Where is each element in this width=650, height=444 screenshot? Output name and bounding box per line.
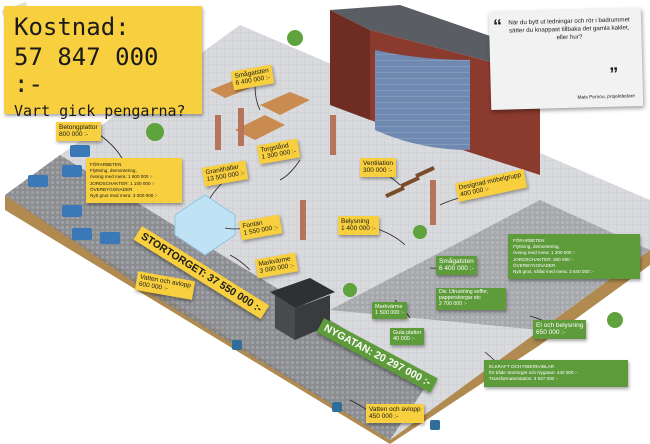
kiosk-wall [275,295,295,340]
label-amount: 650 000 :- [536,329,566,337]
fountain [174,194,236,256]
info-heading: FÖRARBETEN [513,238,545,243]
trucks [28,145,120,244]
label-ventilation: Ventilation 300 000 :- [360,158,396,177]
info-heading: ELKRAFT OCH FIBERKABLAR [489,364,555,369]
label-amount: 2 700 000 :- [439,300,467,307]
info-line: rivning med mera: 1 200 000 :- [513,250,576,256]
info-line: Flyttning, demontering, [513,244,560,250]
label-amount: 800 000 :- [59,131,89,139]
label-vatten-avlopp-2: Vatten och avlopp 450 000 :- [366,404,424,423]
label-amount: 1 400 000 :- [341,225,376,233]
quote-open-mark: “ [492,15,503,36]
label-amount: 300 000 :- [363,167,393,175]
label-amount: 6 400 000 :- [439,265,474,273]
label-amount: 450 000 :- [369,413,399,421]
info-line: Nytt grus, sållat med mera: 3 540 000 :- [513,268,594,274]
label-name: Div. Utrustning soffor, papperskorgar et… [439,289,489,301]
building-side [330,10,370,120]
kiosk-roof [270,278,335,308]
header-title: Kostnad: [14,13,130,41]
cobble-strip-right [330,200,650,330]
cobble-strip-street [160,260,430,440]
label-div-utrustning: Div. Utrustning soffor, papperskorgar et… [436,288,506,310]
label-name: Ventilation [363,160,393,167]
label-name: Gula plattor [393,330,422,336]
building-glass-facade [375,50,470,150]
label-name: Smågatsten [439,258,474,265]
label-name: Belysning [341,218,370,225]
label-amount: 1 500 000 :- [375,310,405,317]
quote-author: Mats Pernou, projektledare [577,94,636,102]
info-heading: FÖRARBETEN [90,162,122,167]
benches [385,165,435,199]
info-heading: ÖVERBYGGNADER [513,262,556,268]
label-betongplattor: Betongplattor 800 000 :- [56,122,101,141]
info-line: Flyttning, demontering, [90,168,137,174]
label-smagatsten-2: Smågatsten 6 400 000 :- [436,256,477,275]
info-line: JORDSCHAKTER: 1 100 000 :- [90,180,155,186]
paving-area [5,25,650,440]
header-total: 57 847 000 :- [14,42,159,99]
quote-text: När du bytt ut ledningar och rör i badru… [508,16,630,42]
info-line: JORDSCHAKTER: 500 000 :- [513,256,574,262]
header-question: Vart gick pengarna? [14,101,186,120]
label-name: Vatten och avlopp [369,406,421,413]
cable-info-box: ELKRAFT OCH FIBERKABLAR för både Stortor… [484,360,628,387]
label-name: Betongplattor [59,124,98,131]
left-info-box: FÖRARBETEN Flyttning, demontering, rivni… [86,158,182,204]
label-amount: 40 000 :- [393,336,415,343]
label-name: El och belysning [536,322,584,329]
label-markvarme-2: Markvärme 1 500 000 :- [372,302,408,319]
header-note: Kostnad: 57 847 000 :- Vart gick pengarn… [4,6,202,120]
pipes [232,340,440,430]
label-gula-plattor: Gula plattor 40 000 :- [390,328,425,345]
label-name: Markvärme [375,304,403,310]
info-heading: ÖVERBYGGNADER [90,186,133,192]
info-line: för både Stortorget och Nygatan: 440 000… [489,370,578,376]
columns [215,108,436,240]
info-line: Nytt grus med mera: 3 000 000 :- [90,192,158,198]
quote-note: “ När du bytt ut ledningar och rör i bad… [488,8,644,110]
info-line: Transformatorstation: 3 937 000 :- [489,376,559,382]
right-info-box: FÖRARBETEN Flyttning, demontering, rivni… [508,234,640,280]
quote-close-mark: ” [609,63,619,85]
label-el-belysning: El och belysning 650 000 :- [533,320,587,339]
trees [146,30,623,328]
label-belysning-1: Belysning 1 400 000 :- [338,216,379,235]
info-line: rivning med mera: 1 600 000 :- [90,174,153,180]
